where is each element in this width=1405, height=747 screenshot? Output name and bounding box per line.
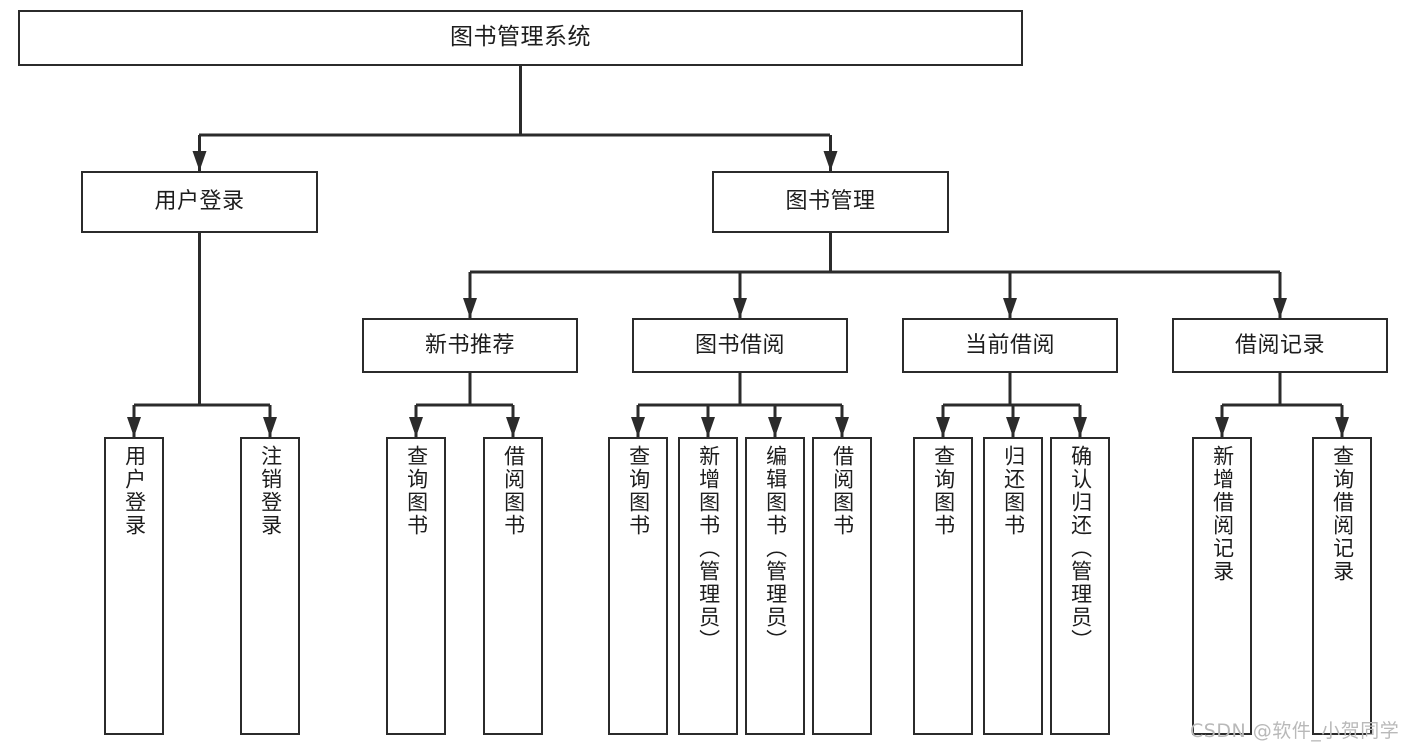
node-label: 图书管理: [785, 189, 876, 215]
node-label: 注销登录: [258, 445, 283, 537]
arrowhead-book-manage: [823, 151, 838, 171]
node-leaf-borrow-book-1[interactable]: 借阅图书: [483, 437, 543, 735]
watermark: CSDN @软件_小贺同学: [1190, 720, 1400, 742]
node-label: 归还图书: [1001, 445, 1026, 537]
arrowhead-leaf-edit-book: [768, 417, 782, 437]
node-book-manage[interactable]: 图书管理: [712, 171, 949, 233]
arrowhead-leaf-query-book-2: [631, 417, 645, 437]
node-leaf-borrow-book-2[interactable]: 借阅图书: [812, 437, 872, 735]
node-label: 查询借阅记录: [1330, 445, 1355, 583]
node-label: 查询图书: [931, 445, 956, 537]
arrowhead-leaf-return-book: [1006, 417, 1020, 437]
node-label: 用户登录: [154, 189, 245, 215]
node-label: 借阅图书: [830, 445, 855, 537]
node-leaf-return-book[interactable]: 归还图书: [983, 437, 1043, 735]
node-label: 新书推荐: [424, 332, 515, 358]
node-label: 借阅图书: [501, 445, 526, 537]
arrowhead-leaf-confirm-ret: [1073, 417, 1087, 437]
node-leaf-logout[interactable]: 注销登录: [240, 437, 300, 735]
node-leaf-query-book-2[interactable]: 查询图书: [608, 437, 668, 735]
arrowhead-leaf-borrow-book-1: [506, 417, 520, 437]
node-leaf-user-login[interactable]: 用户登录: [104, 437, 164, 735]
node-label: 图书管理系统: [450, 24, 591, 51]
arrowhead-borrow-record: [1273, 298, 1287, 318]
node-label: 查询图书: [626, 445, 651, 537]
node-new-book-rec[interactable]: 新书推荐: [362, 318, 578, 373]
node-label: 编辑图书（管理员）: [763, 445, 788, 652]
arrowhead-leaf-query-record: [1335, 417, 1349, 437]
node-borrow-record[interactable]: 借阅记录: [1172, 318, 1388, 373]
arrowhead-book-borrow: [733, 298, 747, 318]
node-leaf-query-record[interactable]: 查询借阅记录: [1312, 437, 1372, 735]
arrowhead-user-login: [192, 151, 207, 171]
node-label: 当前借阅: [964, 332, 1055, 358]
node-leaf-query-book-1[interactable]: 查询图书: [386, 437, 446, 735]
node-leaf-edit-book[interactable]: 编辑图书（管理员）: [745, 437, 805, 735]
node-current-borrow[interactable]: 当前借阅: [902, 318, 1118, 373]
node-label: 查询图书: [404, 445, 429, 537]
node-user-login[interactable]: 用户登录: [81, 171, 318, 233]
arrowhead-leaf-add-record: [1215, 417, 1229, 437]
node-leaf-query-book-3[interactable]: 查询图书: [913, 437, 973, 735]
node-book-borrow[interactable]: 图书借阅: [632, 318, 848, 373]
arrowhead-leaf-add-book: [701, 417, 715, 437]
arrowhead-new-book-rec: [463, 298, 477, 318]
node-label: 新增借阅记录: [1210, 445, 1235, 583]
node-label: 新增图书（管理员）: [696, 445, 721, 652]
arrowhead-leaf-user-login: [127, 417, 141, 437]
node-label: 确认归还（管理员）: [1068, 445, 1093, 652]
node-label: 用户登录: [122, 445, 147, 537]
arrowhead-leaf-logout: [263, 417, 277, 437]
node-label: 借阅记录: [1234, 332, 1325, 358]
node-leaf-confirm-ret[interactable]: 确认归还（管理员）: [1050, 437, 1110, 735]
arrowhead-current-borrow: [1003, 298, 1017, 318]
arrowhead-leaf-query-book-3: [936, 417, 950, 437]
arrowhead-leaf-borrow-book-2: [835, 417, 849, 437]
arrowhead-leaf-query-book-1: [409, 417, 423, 437]
node-label: 图书借阅: [694, 332, 785, 358]
node-root[interactable]: 图书管理系统: [18, 10, 1023, 66]
node-leaf-add-record[interactable]: 新增借阅记录: [1192, 437, 1252, 735]
node-leaf-add-book[interactable]: 新增图书（管理员）: [678, 437, 738, 735]
